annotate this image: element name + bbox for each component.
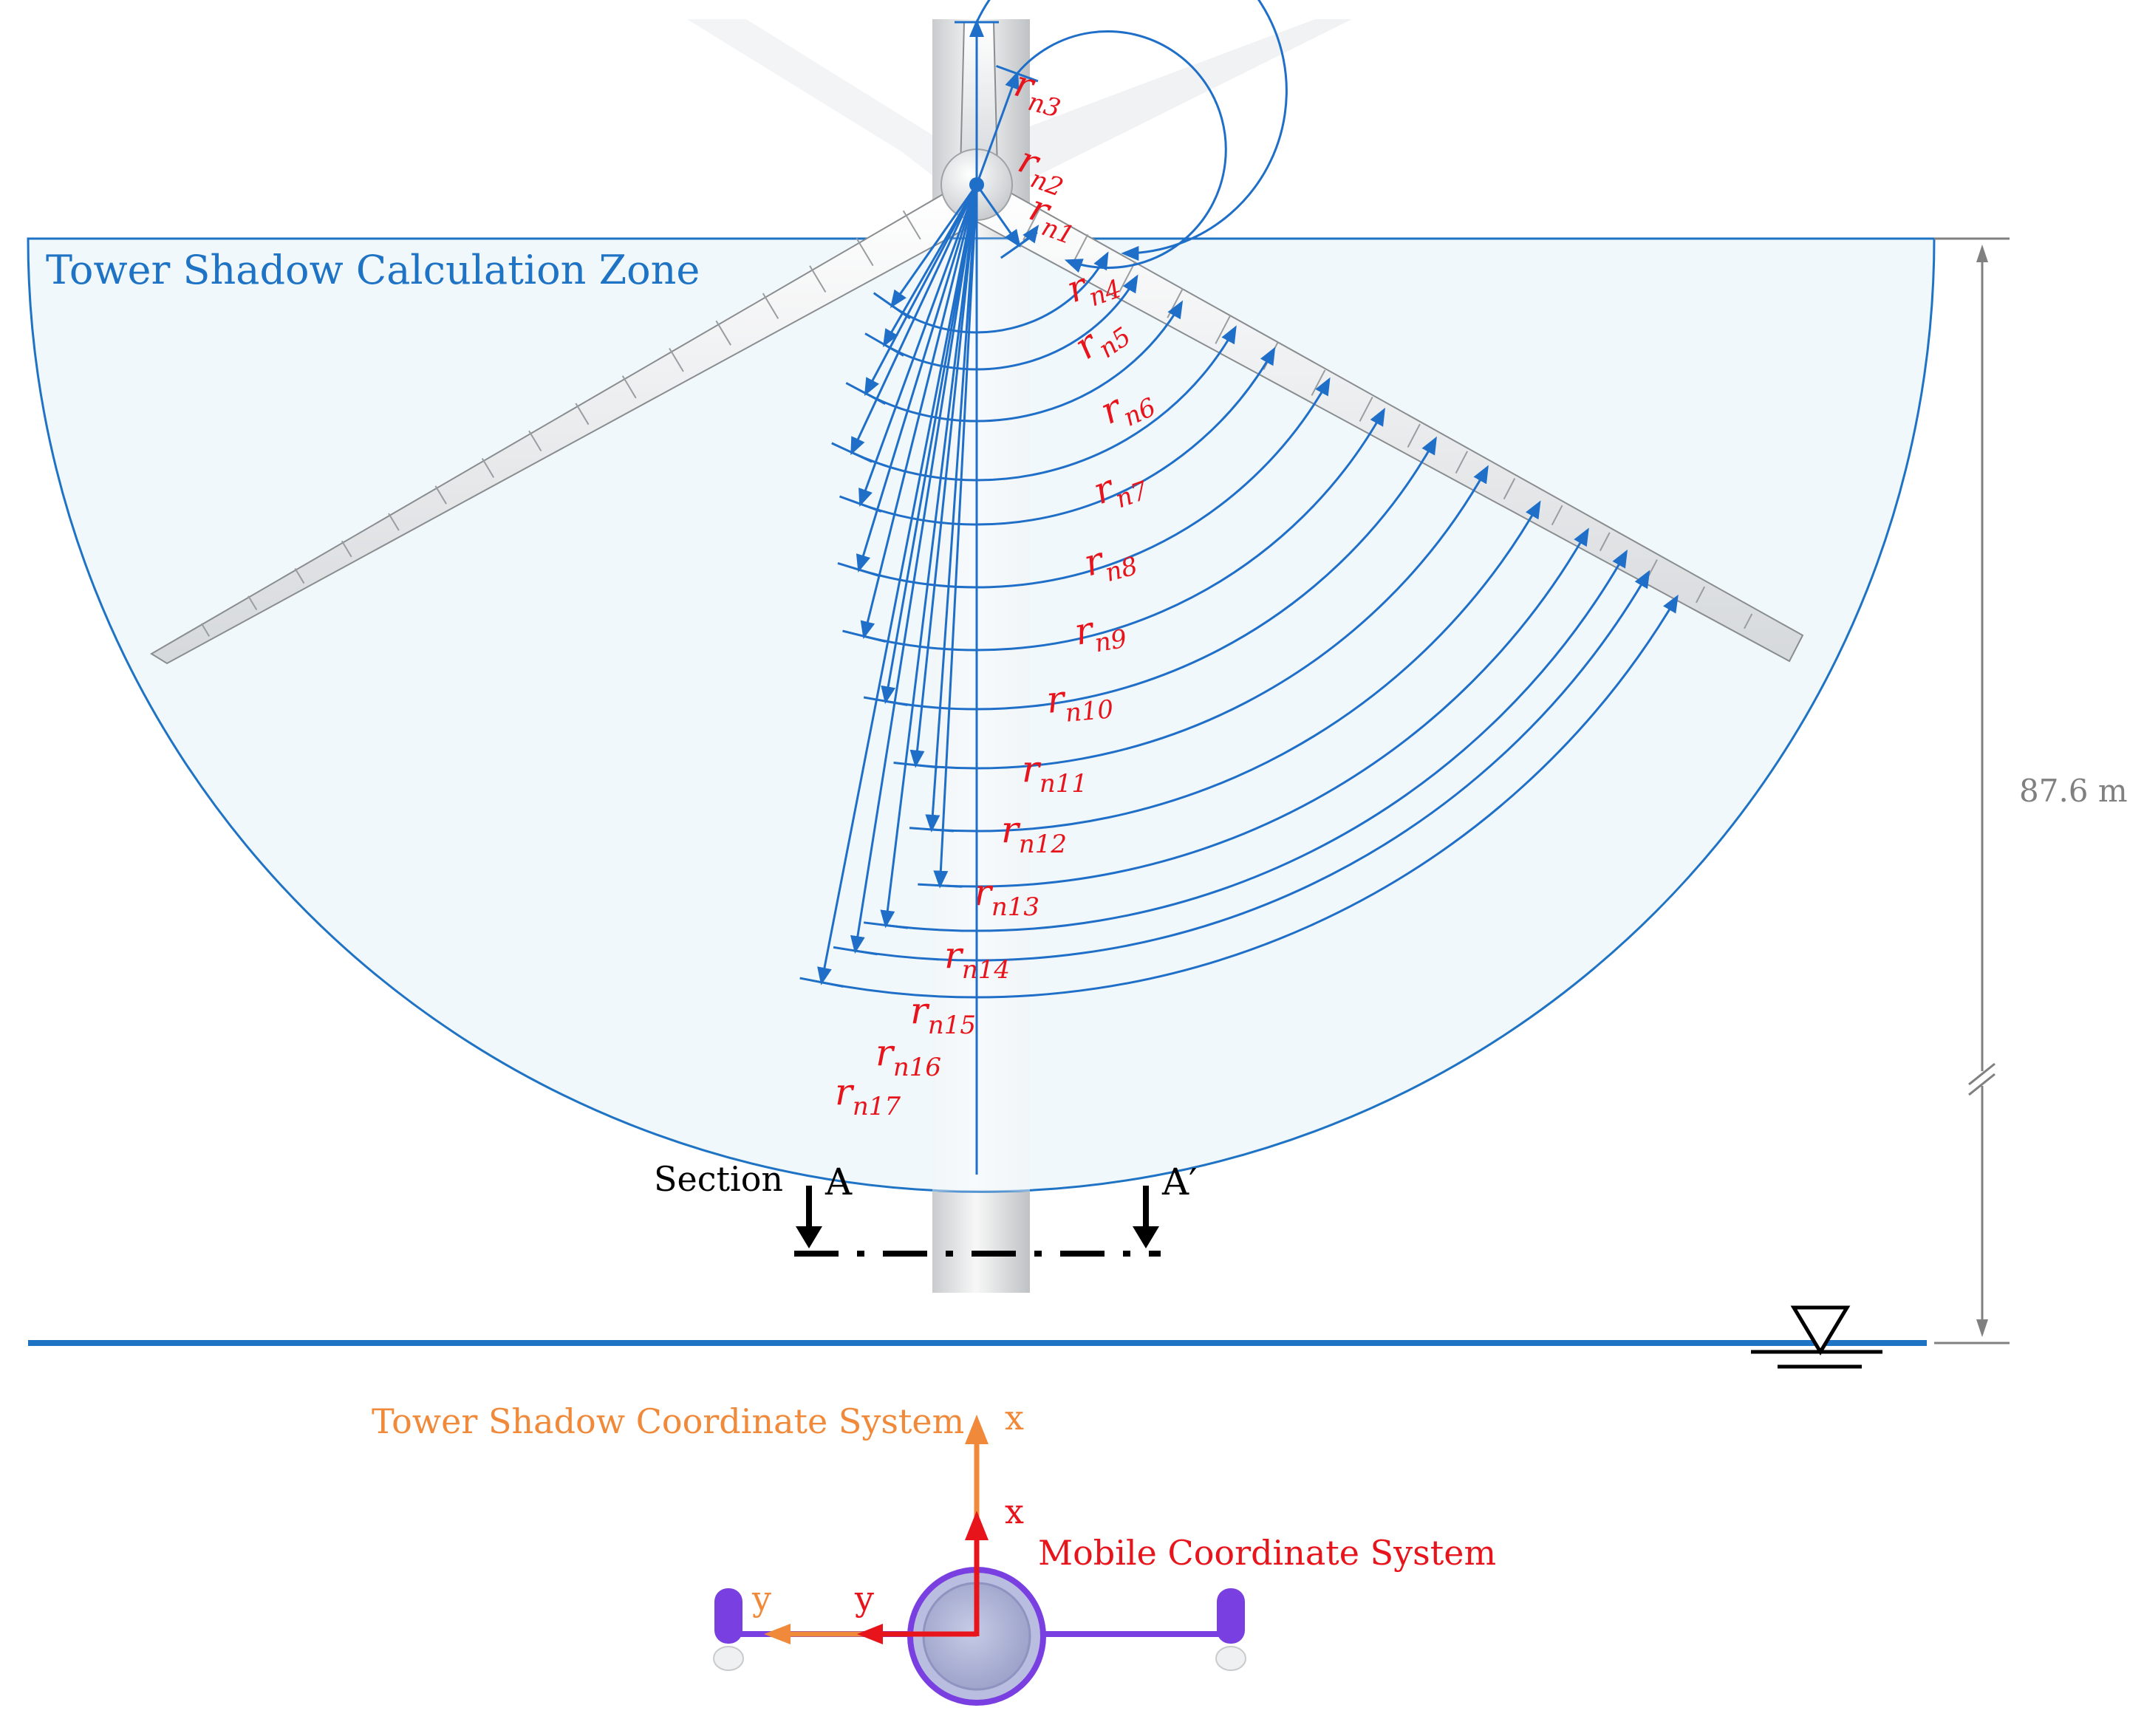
radius-arc <box>865 300 1184 423</box>
radius-arc <box>860 346 1276 526</box>
radius-arc <box>1016 30 1227 273</box>
tower-shadow-x-label: x <box>1005 1398 1024 1438</box>
radius-line <box>850 184 978 456</box>
blade-top <box>959 21 999 171</box>
section-label: Section <box>654 1159 783 1199</box>
section-arrow-icon <box>796 1186 822 1248</box>
mobile-coord-label: Mobile Coordinate System <box>1038 1533 1496 1573</box>
water-level-triangle-icon <box>1751 1305 1882 1369</box>
radius-label: rn15 <box>910 989 976 1040</box>
radius-arc <box>915 465 1489 770</box>
radius-label: rn14 <box>944 934 1010 985</box>
radius-line <box>925 184 978 833</box>
radius-arc <box>1018 225 1039 247</box>
section-marker: Section A A′ <box>654 1159 1197 1257</box>
radius-arc <box>821 594 1679 999</box>
tower-shadow-coord-label: Tower Shadow Coordinate System <box>372 1401 964 1441</box>
radius-arc <box>891 251 1109 334</box>
tower-in-zone <box>932 239 1030 1192</box>
height-dimension: 87.6 m <box>1934 237 2128 1344</box>
section-right-label: A′ <box>1161 1161 1197 1203</box>
tower-shadow-axes: Tower Shadow Coordinate System x y <box>372 1398 1024 1644</box>
radius-label: rn10 <box>1045 673 1115 730</box>
hub-center-dot <box>969 177 984 192</box>
tower-shadow-y-label: y <box>751 1579 771 1619</box>
upper-blades <box>687 19 1352 177</box>
radius-line <box>909 184 978 768</box>
radius-arc <box>855 570 1650 962</box>
radius-label: rn12 <box>1001 808 1067 859</box>
radius-line <box>860 184 978 640</box>
radius-line <box>817 184 978 985</box>
radius-arc <box>975 0 1288 261</box>
radius-set <box>799 0 1679 999</box>
radius-line <box>880 184 978 929</box>
section-arrow-icon <box>1133 1186 1159 1248</box>
radius-line <box>975 184 1021 248</box>
radius-arc <box>885 436 1437 711</box>
mobile-axes: Mobile Coordinate System x y <box>854 1491 1496 1644</box>
zone-title: Tower Shadow Calculation Zone <box>46 247 700 293</box>
radius-arc <box>940 527 1589 888</box>
mobile-x-label: x <box>1005 1491 1024 1531</box>
mobile-y-label: y <box>854 1579 874 1619</box>
radius-line <box>850 184 978 954</box>
height-label: 87.6 m <box>2019 773 2128 809</box>
radius-line <box>975 70 1020 185</box>
radius-label: rn16 <box>875 1031 941 1082</box>
radius-line <box>881 184 978 705</box>
radius-arc <box>864 407 1385 652</box>
section-left-label: A <box>825 1161 853 1203</box>
radius-line <box>858 184 978 508</box>
radius-line <box>864 184 978 397</box>
radius-line <box>933 184 978 889</box>
radius-arc <box>931 500 1541 833</box>
radius-arc <box>851 325 1237 482</box>
radius-arc <box>858 377 1331 589</box>
radius-label: rn11 <box>1022 748 1088 799</box>
radius-arc <box>885 549 1628 932</box>
radius-line <box>856 184 978 573</box>
radius-label: rn17 <box>835 1070 901 1121</box>
radius-line <box>890 184 978 309</box>
